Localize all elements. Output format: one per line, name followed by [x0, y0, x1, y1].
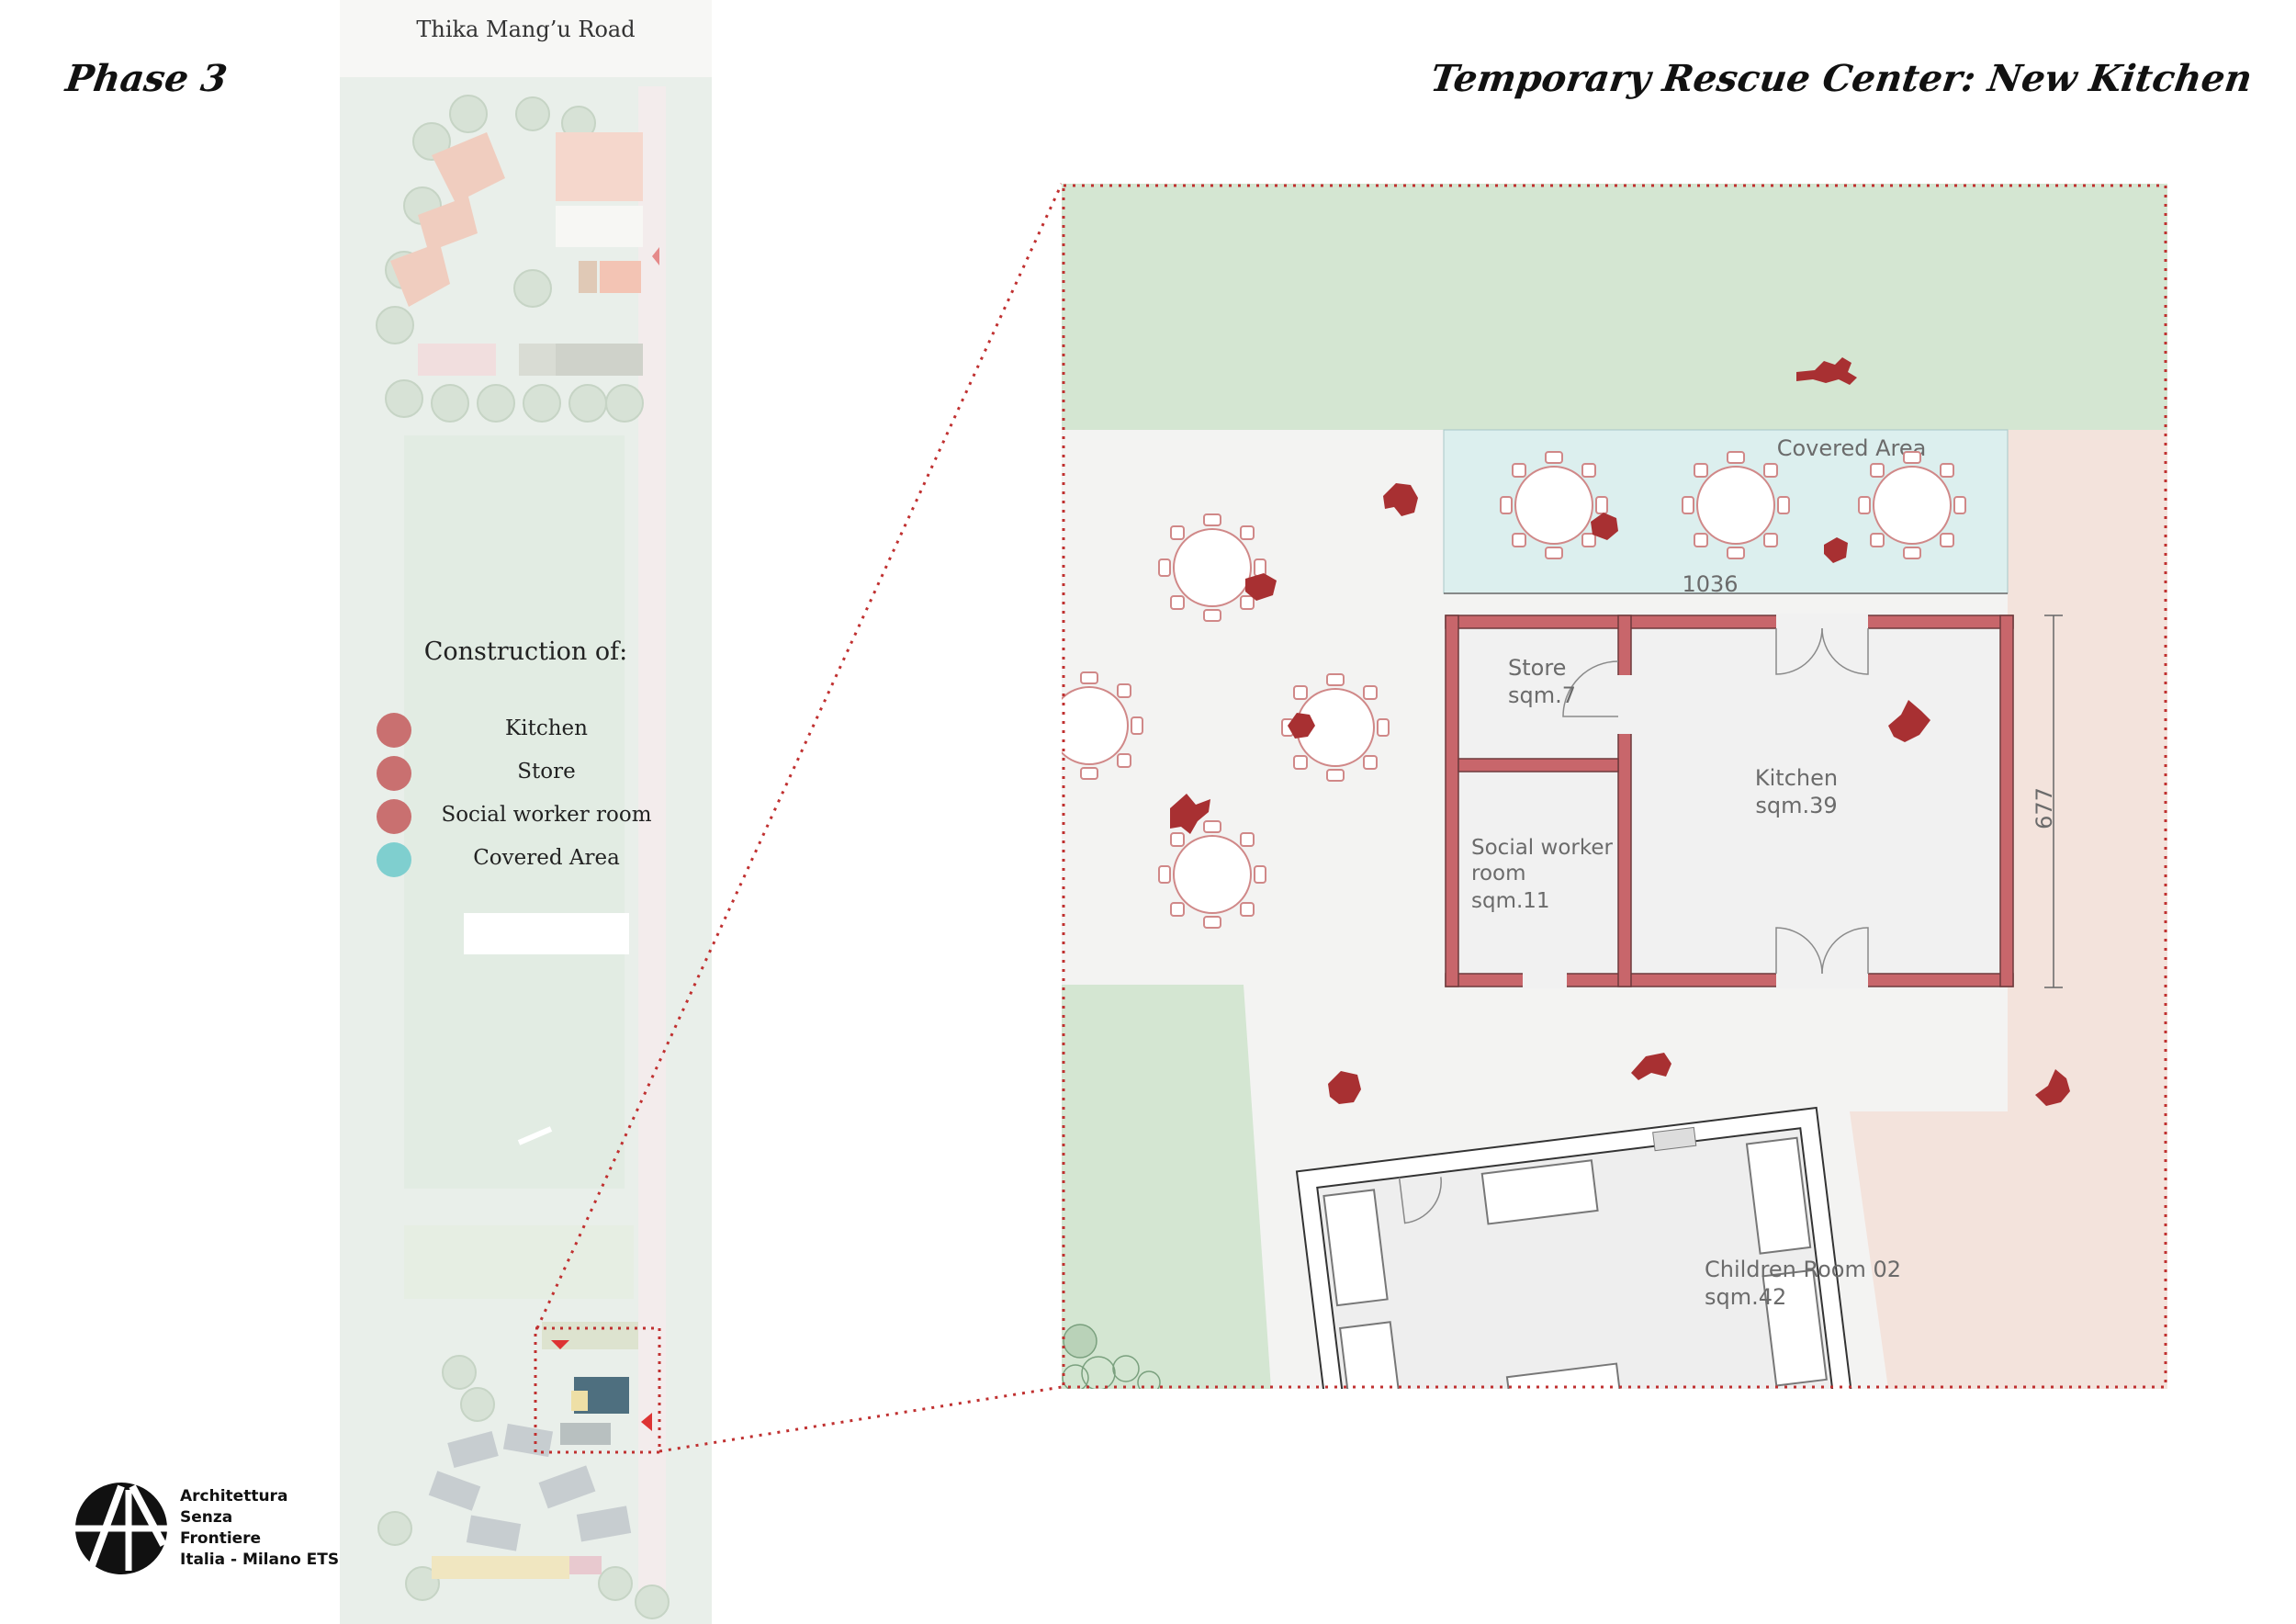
legend-title: Construction of:: [423, 637, 628, 666]
legend-item-kitchen: Kitchen: [377, 711, 670, 748]
grass-area-top: [1062, 184, 2167, 430]
site-plan-drawing: [376, 86, 670, 1619]
legend-swatch: [377, 842, 411, 877]
kitchen-block-walls: [1445, 615, 2014, 987]
legend-item-store: Store: [377, 754, 670, 791]
legend-label: Kitchen: [505, 716, 588, 740]
legend-swatch: [377, 756, 411, 791]
logo-line: Architettura: [180, 1487, 288, 1506]
road-header: [340, 0, 712, 77]
legend-label: Social worker room: [441, 803, 652, 827]
round-tables: [1062, 451, 1966, 929]
asf-logo-icon: [75, 1483, 167, 1574]
logo-text: Architettura Senza Frontiere Italia - Mi…: [180, 1486, 339, 1571]
legend-swatch: [377, 713, 411, 748]
legend-label: Store: [517, 760, 576, 784]
logo-line: Italia - Milano ETS: [180, 1551, 340, 1569]
store-area: sqm.7: [1508, 682, 1576, 708]
legend-swatch: [377, 799, 411, 834]
road-label: Thika Mang’u Road: [416, 17, 636, 42]
social-room-name-2: room: [1471, 862, 1526, 885]
kitchen-block: [1446, 615, 2013, 987]
door-swings: [1562, 627, 1869, 975]
floor-plan: Covered Area 1036 677: [1062, 184, 2167, 1389]
legend-item-covered-area: Covered Area: [377, 840, 670, 877]
legend-label: Covered Area: [473, 846, 620, 870]
social-room-name: Social worker: [1471, 836, 1613, 860]
children-room-name: Children Room 02: [1705, 1257, 1901, 1282]
logo-line: Frontiere: [180, 1529, 262, 1548]
grass-area-left: [1062, 985, 1271, 1389]
kitchen-area: sqm.39: [1755, 793, 1837, 818]
logo-line: Senza: [180, 1508, 233, 1527]
people-figures: [1170, 357, 2070, 1106]
zoom-frame: [1062, 184, 2167, 1389]
covered-area-label: Covered Area: [1777, 435, 1927, 461]
children-room-area: sqm.42: [1705, 1284, 1786, 1310]
store-name: Store: [1508, 655, 1566, 681]
social-room-area: sqm.11: [1471, 889, 1550, 913]
legend-item-social-worker-room: Social worker room: [377, 797, 670, 834]
shrubs: [1062, 1324, 1161, 1389]
width-dimension: 1036: [1682, 571, 1738, 597]
children-room: [1295, 1106, 1855, 1389]
kitchen-name: Kitchen: [1755, 765, 1838, 791]
depth-dimension: 677: [2032, 787, 2057, 829]
